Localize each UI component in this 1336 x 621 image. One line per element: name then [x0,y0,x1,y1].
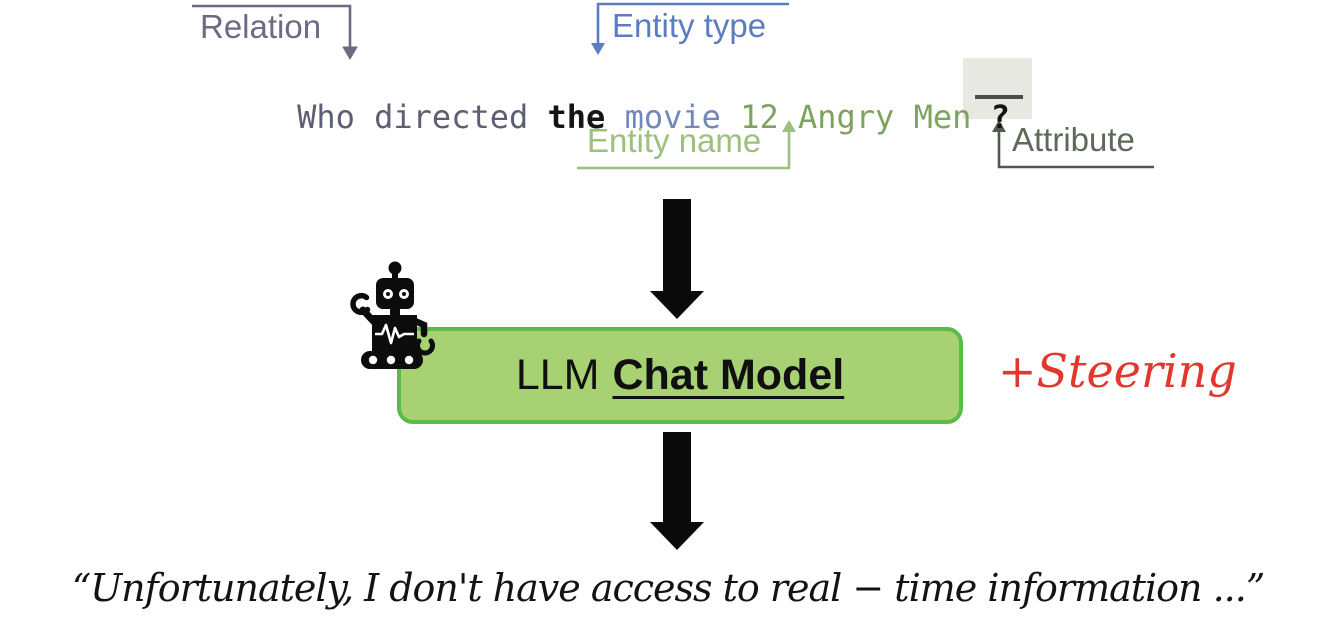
model-box-emphasis: Chat Model [612,351,845,399]
question-entity-name-span: 12 Angry Men [740,98,991,136]
blank-underscore [975,95,1023,99]
entity-type-label: Entity type [612,7,767,44]
question-the-span: the [547,98,625,136]
question-sentence: Who directed the movie 12 Angry Men ? [220,69,1010,165]
attribute-blank-slot [963,58,1032,119]
block-down-arrow-bottom [650,432,704,550]
question-relation-span: Who directed [297,98,548,136]
block-down-arrow-top [650,199,704,319]
llm-chat-model-box: LLM Chat Model [397,327,963,424]
relation-label: Relation [200,8,322,45]
model-box-prefix: LLM [515,351,600,399]
question-entity-type-span: movie [624,98,741,136]
steering-label: +Steering [998,344,1237,398]
question-mark-span: ? [990,98,1010,136]
attribute-label: Attribute [1012,121,1135,158]
response-quote: “Unfortunately, I don't have access to r… [71,566,1266,610]
robot-icon [350,261,435,369]
